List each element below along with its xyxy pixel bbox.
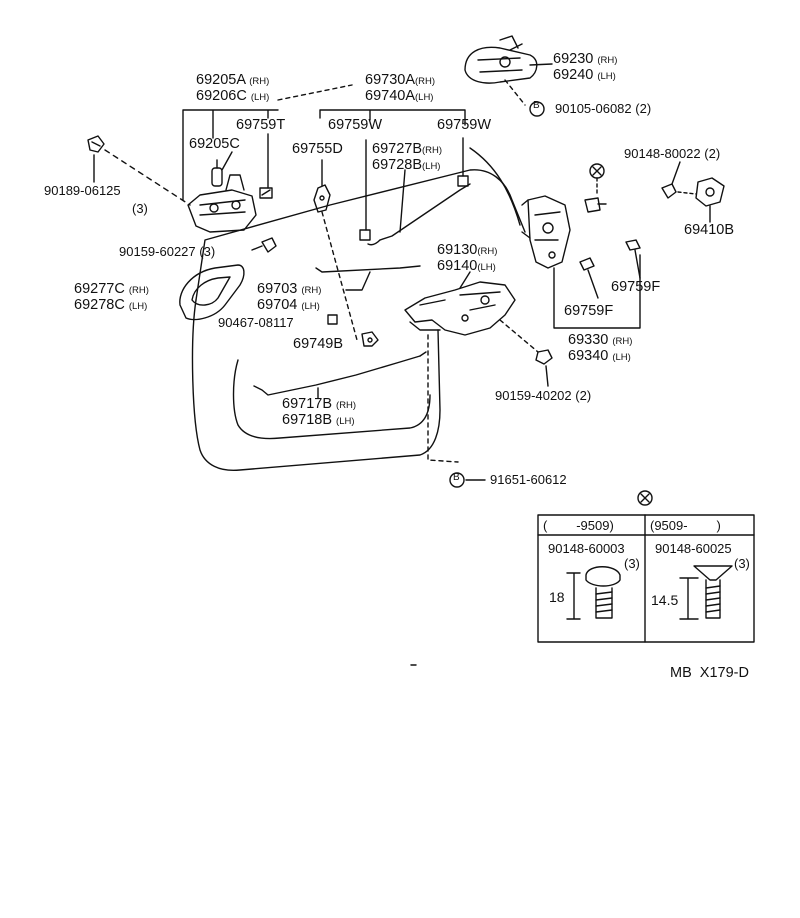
table-part-1: 90148-60003 <box>548 541 625 556</box>
outside-handle-icon <box>464 35 538 84</box>
table-qty-1: (3) <box>624 556 640 571</box>
label-69205a: 69205A (RH) 69206C (LH) <box>196 72 270 104</box>
label-69727b: 69727B(RH) 69728B(LH) <box>372 141 443 173</box>
label-90189: 90189-06125 (3) <box>44 183 148 216</box>
leader-90105 <box>504 79 526 106</box>
label-90105: 90105-06082 (2) <box>555 101 652 116</box>
lock-mechanism-69330-icon <box>521 195 571 269</box>
rod-69727b <box>379 183 471 241</box>
leader-69727b <box>399 169 406 233</box>
leader-69130 <box>459 271 471 289</box>
table-part-2: 90148-60025 <box>655 541 732 556</box>
label-69749b: 69749B <box>293 336 343 352</box>
bracket-69330 <box>553 254 641 329</box>
table-qty-2: (3) <box>734 556 750 571</box>
label-69717b: 69717B (RH) 69718B (LH) <box>282 396 357 428</box>
handle-bezel-69277c-icon <box>179 264 245 321</box>
label-69759w-2: 69759W <box>437 117 492 133</box>
label-91651: 91651-60612 <box>490 472 567 487</box>
clip-69759t-icon <box>259 187 273 199</box>
leader-90189-dash <box>104 149 191 206</box>
reference-table <box>537 514 755 643</box>
screw-small-icon <box>584 197 607 213</box>
leader-90159a <box>251 245 263 251</box>
clip-69759f-icon <box>579 257 595 271</box>
label-69759t: 69759T <box>236 117 286 133</box>
clip-69749b-icon <box>361 331 379 347</box>
label-69759f-2: 69759F <box>611 279 661 295</box>
rod-69717b <box>253 355 421 396</box>
label-90148-80022: 90148-80022 (2) <box>624 146 721 161</box>
label-69277c: 69277C (RH) 69278C (LH) <box>74 281 149 313</box>
door-top-edge <box>195 169 526 301</box>
fastener-90467-icon <box>327 314 338 325</box>
screw-head-icon <box>637 490 653 506</box>
striker-69410b-icon <box>695 177 725 207</box>
label-90467: 90467-08117 <box>218 315 294 330</box>
table-dim-2: 14.5 <box>651 592 679 608</box>
label-69330: 69330 (RH) 69340 (LH) <box>568 332 633 364</box>
bolt-marker-letter-2: B <box>453 472 460 483</box>
screw-90159-40202-icon <box>535 349 553 365</box>
door-outline <box>191 299 441 472</box>
bracket-69205a <box>182 109 279 201</box>
screw-90148-80022-icon <box>661 183 677 199</box>
rod-69727b-bend <box>367 239 381 246</box>
leader-69205c <box>221 151 233 171</box>
label-69205c: 69205C <box>189 136 240 152</box>
door-lock-assembly-icon <box>404 281 516 336</box>
label-69130: 69130(RH) 69140(LH) <box>437 242 498 274</box>
label-69703: 69703 (RH) 69704 (LH) <box>257 281 322 313</box>
bolt-marker-icon-2 <box>449 472 465 488</box>
label-69755d: 69755D <box>292 141 343 157</box>
label-69759f-1: 69759F <box>564 303 614 319</box>
screw-90189-icon <box>87 135 105 153</box>
table-header-1: ( -9509) <box>543 518 614 533</box>
bolt-marker-icon <box>529 101 545 117</box>
inside-handle-assembly-icon <box>187 174 257 233</box>
screw-marker-icon <box>589 163 605 179</box>
bolt-marker-letter: B <box>533 100 540 111</box>
leader-69759f-2 <box>634 249 641 279</box>
rod-69717b-end <box>419 351 427 357</box>
leader-90159b-dash <box>499 319 539 353</box>
label-69730a: 69730A(RH) 69740A(LH) <box>365 72 436 104</box>
label-90159-40202: 90159-40202 (2) <box>495 388 592 403</box>
bracket-69755d-icon <box>313 184 331 213</box>
label-69230: 69230 (RH) 69240 (LH) <box>553 51 618 83</box>
clip-69759w-right-icon <box>457 175 469 187</box>
label-69759w-1: 69759W <box>328 117 383 133</box>
door-inner-outline <box>232 359 431 440</box>
leader-69205a-dash <box>277 84 353 101</box>
screw-90148-60025-icon <box>679 565 733 620</box>
leader-69759f-1 <box>587 269 599 299</box>
leader-90159b <box>545 365 549 387</box>
dash-69410b <box>677 191 697 195</box>
bracket-69730a <box>319 109 466 126</box>
screw-90159-60227-icon <box>261 237 277 253</box>
rod-69703 <box>315 265 421 273</box>
footer-code: MB X179-D <box>670 665 749 681</box>
bracket-69703 <box>345 271 371 291</box>
clip-69759f-right-icon <box>625 239 641 251</box>
leader-69230 <box>529 63 553 66</box>
table-header-2: (9509- ) <box>650 518 721 533</box>
dash-69755d <box>321 211 358 341</box>
dash-91651 <box>427 334 459 463</box>
label-90159-60227: 90159-60227 (3) <box>119 244 216 259</box>
clip-69759w-icon <box>359 229 371 241</box>
label-69410b: 69410B <box>684 222 734 238</box>
screw-90148-60003-icon <box>566 566 621 620</box>
leader-90148a <box>671 161 681 185</box>
cylinder-69205c-icon <box>211 159 223 187</box>
table-dim-1: 18 <box>549 589 565 605</box>
door-rear-edge <box>469 147 521 226</box>
